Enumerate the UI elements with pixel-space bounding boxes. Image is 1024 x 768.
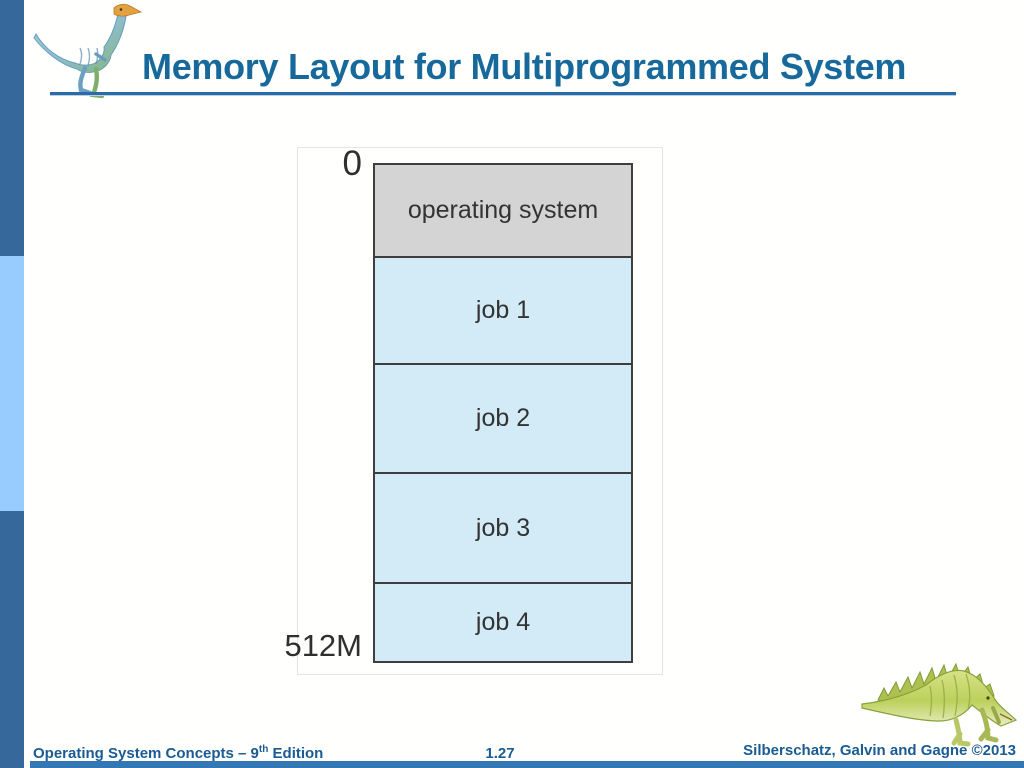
memory-layout-box: operating system job 1 job 2 job 3 job 4 xyxy=(373,163,633,663)
footer-edition-superscript: th xyxy=(258,744,269,755)
footer-accent-strip xyxy=(30,761,1024,768)
footer-book-title-text: Operating System Concepts – 9 xyxy=(33,745,259,762)
slide-page-number: 1.27 xyxy=(485,745,515,762)
title-underline-rule xyxy=(50,92,956,96)
page-title: Memory Layout for Multiprogrammed System xyxy=(142,46,907,87)
figure-frame xyxy=(297,147,663,675)
footer-book-title: Operating System Concepts – 9th Edition xyxy=(33,744,323,762)
memory-segment-job-2: job 2 xyxy=(375,365,631,474)
memory-segment-job-4: job 4 xyxy=(375,584,631,661)
footer-edition-text: Edition xyxy=(268,745,324,762)
footer-authors: Silberschatz, Galvin and Gagne ©2013 xyxy=(743,742,1016,759)
memory-segment-job-3: job 3 xyxy=(375,474,631,584)
memory-end-address-label: 512M xyxy=(284,628,362,663)
side-bar-middle-segment xyxy=(0,256,24,511)
memory-start-address-label: 0 xyxy=(342,144,362,183)
dinosaur-logo-icon xyxy=(33,3,143,99)
side-bar-bottom-segment xyxy=(0,511,24,768)
side-bar-top-segment xyxy=(0,0,24,256)
dinosaur-mascot-icon xyxy=(861,662,1018,747)
memory-segment-job-1: job 1 xyxy=(375,258,631,365)
memory-segment-operating-system: operating system xyxy=(375,165,631,258)
